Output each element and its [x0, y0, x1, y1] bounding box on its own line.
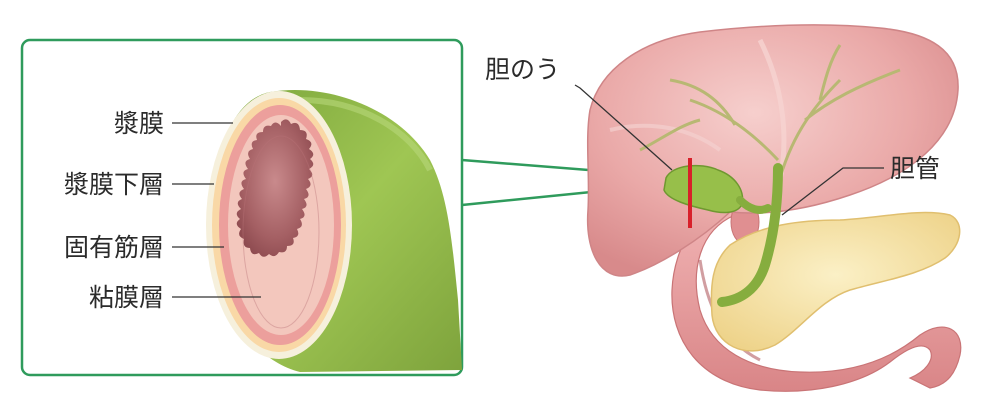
organ-illustration: [588, 25, 961, 391]
label-serosa: 漿膜: [114, 109, 164, 138]
label-muscle-layer: 固有筋層: [64, 233, 164, 262]
label-mucosa: 粘膜層: [89, 283, 164, 312]
label-gallbladder: 胆のう: [485, 55, 560, 84]
label-subserosa: 漿膜下層: [64, 170, 164, 199]
label-bile-duct: 胆管: [890, 154, 940, 183]
